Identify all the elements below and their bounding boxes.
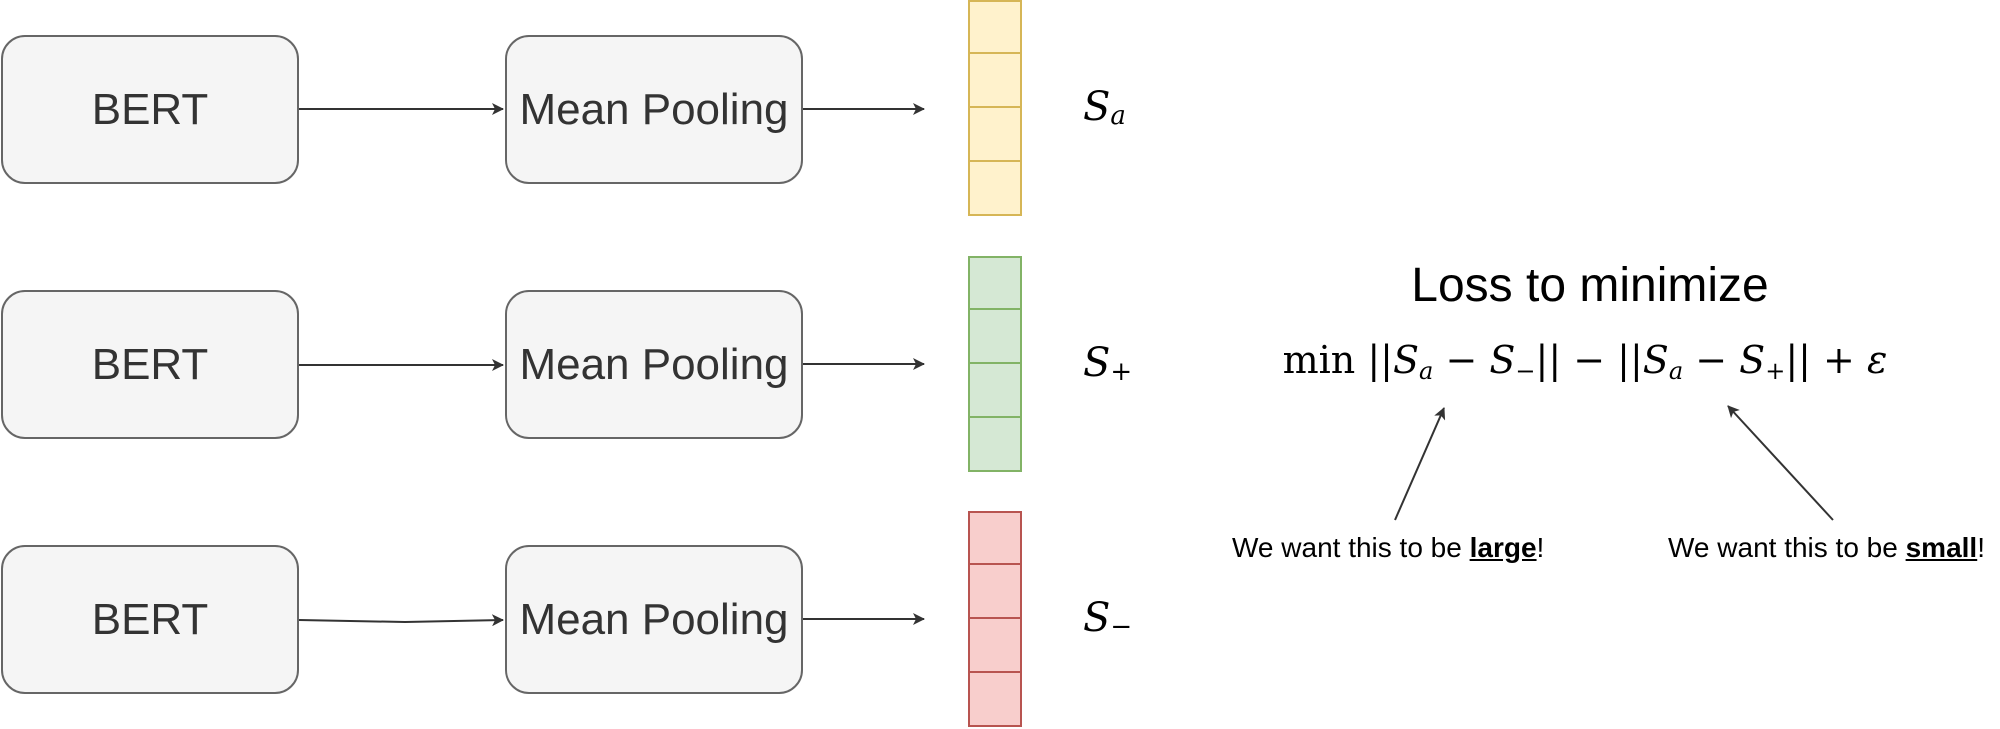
mean-pooling-box-3: Mean Pooling <box>505 545 803 694</box>
vector-cell <box>968 0 1022 54</box>
bert-box-1: BERT <box>1 35 299 184</box>
formula-min: min <box>1282 338 1356 382</box>
mean-pooling-label-2: Mean Pooling <box>519 339 789 389</box>
note-large-suffix: ! <box>1536 532 1545 563</box>
arrow-small-annotation <box>1727 405 1834 521</box>
formula-bars: || <box>1617 338 1643 382</box>
vector-cell <box>968 108 1022 162</box>
vector-cell <box>968 418 1022 472</box>
embedding-label-positive: S+ <box>1083 340 1133 387</box>
note-large: We want this to be large! <box>1232 532 1544 564</box>
embedding-subscript: a <box>1110 101 1126 131</box>
note-small-word: small <box>1905 532 1978 563</box>
bert-label-2: BERT <box>91 339 209 389</box>
bert-label-3: BERT <box>91 594 209 644</box>
formula-s: S <box>1739 338 1766 382</box>
embedding-vector-negative <box>968 511 1022 727</box>
embedding-symbol: S <box>1083 340 1111 386</box>
embedding-label-negative: S− <box>1083 595 1133 642</box>
embedding-vector-anchor <box>968 0 1022 216</box>
note-large-prefix: We want this to be <box>1232 532 1470 563</box>
arrow-large-annotation <box>1394 407 1446 521</box>
bert-box-3: BERT <box>1 545 299 694</box>
mean-pooling-box-1: Mean Pooling <box>505 35 803 184</box>
formula-minus: − <box>1445 338 1478 382</box>
loss-title: Loss to minimize <box>1411 259 1769 312</box>
mean-pooling-label-3: Mean Pooling <box>519 594 789 644</box>
formula-sub: a <box>1419 357 1434 385</box>
vector-cell <box>968 619 1022 673</box>
vector-cell <box>968 310 1022 364</box>
note-large-word: large <box>1469 532 1537 563</box>
mean-pooling-label-1: Mean Pooling <box>519 84 789 134</box>
vector-cell <box>968 673 1022 727</box>
formula-minus: − <box>1573 338 1606 382</box>
embedding-vector-positive <box>968 256 1022 472</box>
note-small-prefix: We want this to be <box>1668 532 1906 563</box>
embedding-subscript: − <box>1110 612 1133 642</box>
arrow-bert-to-pooling-3 <box>298 614 504 627</box>
formula-s: S <box>1489 338 1516 382</box>
vector-cell <box>968 256 1022 310</box>
formula-s: S <box>1642 338 1669 382</box>
vector-cell <box>968 54 1022 108</box>
note-small-suffix: ! <box>1977 532 1985 563</box>
formula-sub: + <box>1765 357 1786 385</box>
bert-label-1: BERT <box>91 84 209 134</box>
mean-pooling-box-2: Mean Pooling <box>505 290 803 439</box>
vector-cell <box>968 565 1022 619</box>
embedding-label-anchor: Sa <box>1083 84 1126 131</box>
formula-bars: || <box>1367 338 1393 382</box>
formula-bars: || <box>1785 338 1811 382</box>
formula-epsilon: ε <box>1866 338 1888 382</box>
formula-sub: − <box>1515 357 1536 385</box>
vector-cell <box>968 511 1022 565</box>
embedding-subscript: + <box>1110 357 1133 387</box>
bert-box-2: BERT <box>1 290 299 439</box>
formula-minus: − <box>1695 338 1728 382</box>
formula-s: S <box>1392 338 1420 382</box>
vector-cell <box>968 162 1022 216</box>
embedding-symbol: S <box>1083 595 1111 641</box>
embedding-symbol: S <box>1083 84 1111 130</box>
formula-bars: || <box>1535 338 1562 382</box>
formula-sub: a <box>1668 357 1684 385</box>
note-small: We want this to be small! <box>1668 532 1985 564</box>
vector-cell <box>968 364 1022 418</box>
loss-formula: min ||Sa − S−|| − ||Sa − S+|| + ε <box>1265 338 1905 385</box>
formula-plus: + <box>1823 338 1855 382</box>
